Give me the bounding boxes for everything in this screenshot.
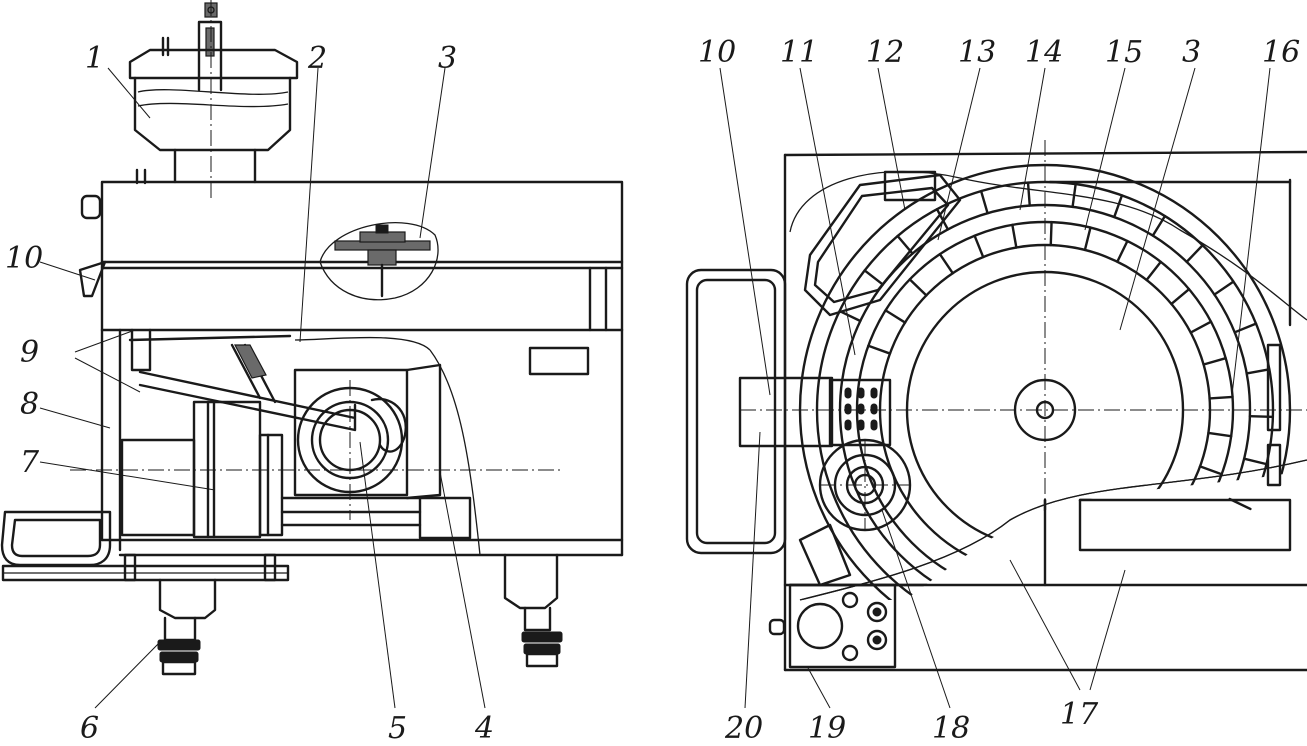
- callout-15: 15: [1105, 35, 1143, 70]
- grate-holes: [844, 387, 878, 431]
- callout-7: 7: [20, 445, 40, 480]
- rotor-hub-cutaway: [319, 222, 439, 301]
- callout-5: 5: [388, 711, 407, 746]
- callout-1: 1: [85, 41, 104, 76]
- stator-slot: [938, 252, 954, 275]
- left-leaders: [39, 67, 486, 709]
- callout-13: 13: [958, 35, 996, 70]
- stator-slot: [1049, 220, 1053, 247]
- callout-10: 10: [5, 241, 43, 276]
- left-foot: [157, 578, 217, 676]
- stator-slot-outer: [1233, 322, 1258, 334]
- callout-2: 2: [307, 41, 327, 76]
- stator-slot: [867, 344, 892, 355]
- base-rail: [1, 553, 290, 582]
- stator-slot-outer: [1245, 368, 1271, 375]
- callout-19: 19: [808, 711, 846, 746]
- stator-slot-outer: [1248, 414, 1275, 419]
- callout-17: 17: [1060, 697, 1099, 732]
- callout-16: 16: [1262, 35, 1300, 70]
- stator-slot: [1202, 356, 1227, 366]
- callout-8: 8: [20, 387, 39, 422]
- stator-slot-outer: [863, 269, 885, 286]
- stator-slot-outer: [1185, 244, 1204, 264]
- callout-10-right: 10: [698, 35, 736, 70]
- left-labels: 1 2 3 10 9 8 7 6 5 4: [5, 41, 494, 746]
- callout-9: 9: [20, 335, 39, 370]
- stator-slot-outer: [1026, 181, 1031, 207]
- stator-slot-outer: [1228, 497, 1252, 511]
- stator-slot-outer: [1071, 182, 1077, 209]
- stator-slot: [1145, 260, 1162, 282]
- callout-18: 18: [932, 711, 970, 746]
- lower-body: [100, 328, 624, 557]
- stator-slot-outer: [1213, 280, 1235, 296]
- stator-slot-outer: [838, 309, 862, 323]
- callout-20: 20: [724, 711, 763, 746]
- stator-slot: [908, 278, 928, 297]
- right-view: 10 11 12 13 14 15 3 16 20 19 18 17: [685, 35, 1307, 746]
- upper-housing: [78, 180, 624, 332]
- left-view: 1 2 3 10 9 8 7 6 5 4: [0, 0, 624, 746]
- stator-slot-outer: [935, 207, 950, 231]
- tray: [0, 510, 112, 567]
- callout-12: 12: [866, 35, 904, 70]
- stator-slot: [1083, 226, 1092, 252]
- stator-slot-outer: [1113, 194, 1124, 219]
- stator-slot: [1116, 239, 1129, 263]
- right-labels: 10 11 12 13 14 15 3 16 20 19 18 17: [698, 35, 1300, 746]
- stator-slot: [1198, 465, 1223, 476]
- stator-slot-outer: [979, 189, 989, 215]
- callout-4: 4: [474, 711, 494, 746]
- hopper: [128, 2, 299, 185]
- callout-3-right: 3: [1182, 35, 1201, 70]
- stator-slot: [973, 234, 985, 259]
- stator-slot: [1011, 223, 1018, 249]
- stator-slot: [1170, 287, 1191, 306]
- stator-slot: [1208, 395, 1234, 400]
- stator-slot: [1189, 320, 1213, 334]
- callout-6: 6: [80, 711, 99, 746]
- callout-3: 3: [438, 41, 457, 76]
- stator-slot: [884, 309, 907, 324]
- right-foot: [503, 553, 563, 668]
- callout-14: 14: [1025, 35, 1063, 70]
- stator-slot-outer: [1151, 214, 1167, 237]
- callout-11: 11: [780, 35, 818, 70]
- stator-slot: [1207, 431, 1233, 438]
- stator-slot-outer: [1242, 457, 1268, 466]
- right-leaders: [719, 67, 1271, 709]
